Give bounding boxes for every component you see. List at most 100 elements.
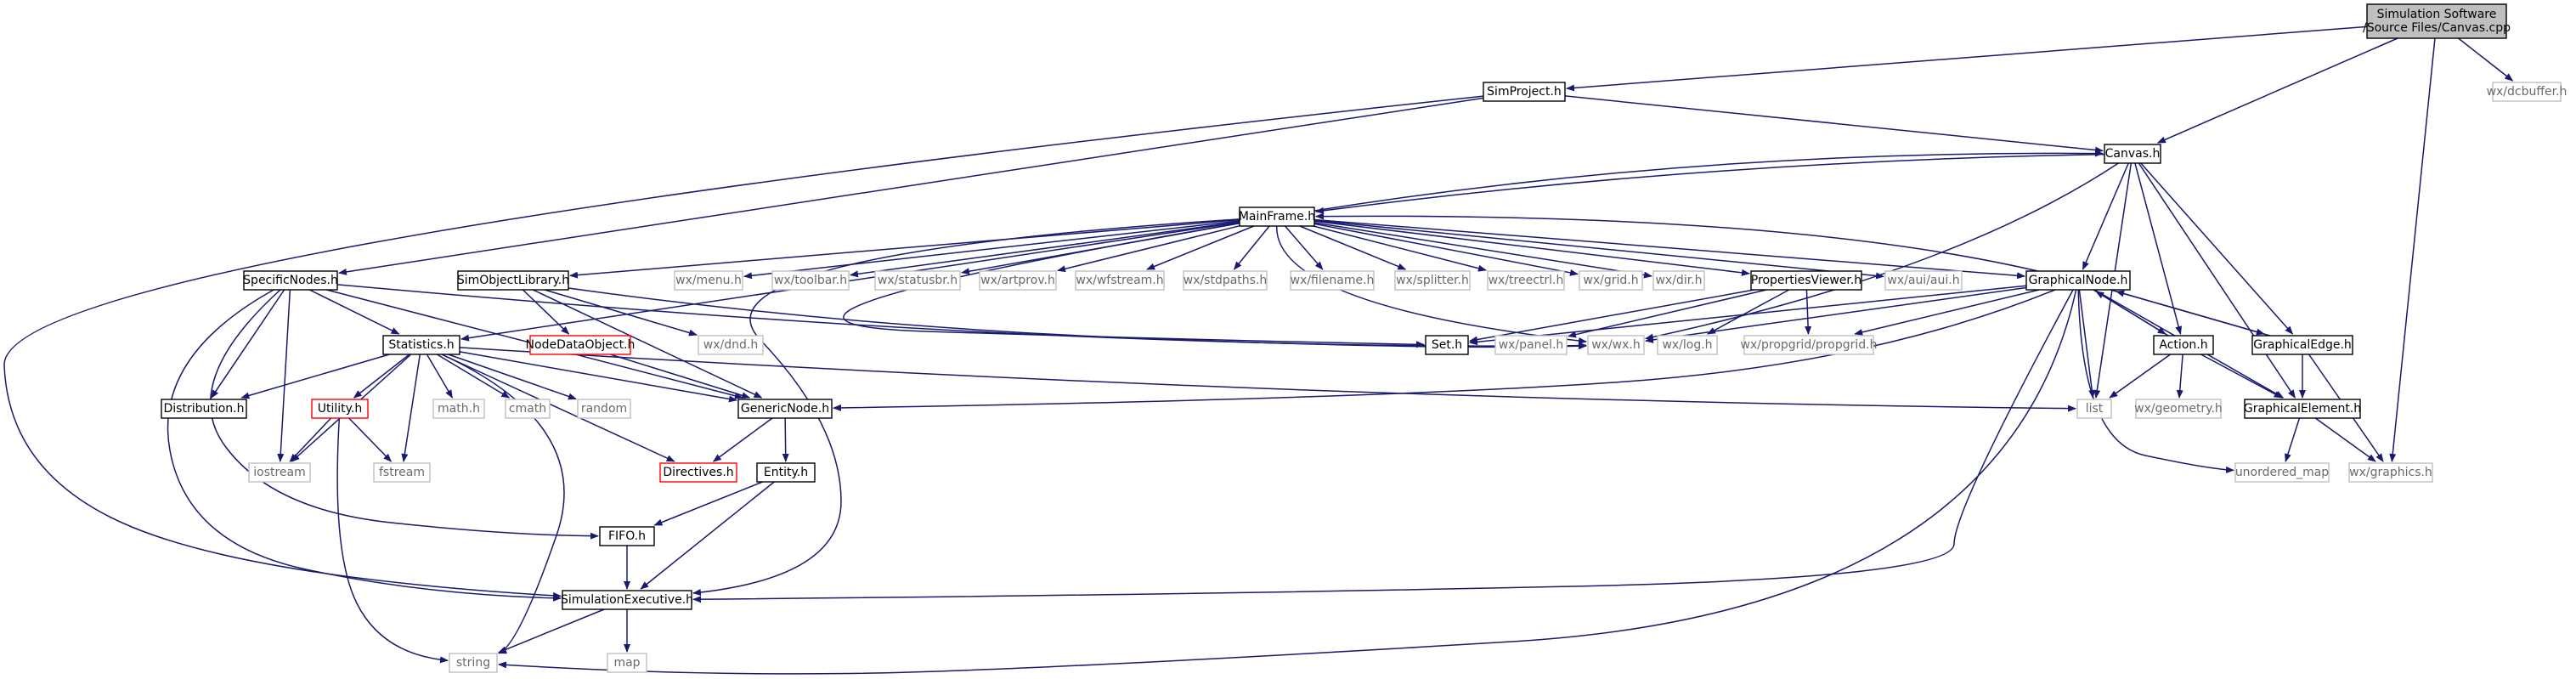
node-label-set-h: Set.h [1432, 338, 1462, 352]
edge-mainframe-h-to-wx-menu-h [743, 220, 1240, 280]
node-specificnodes-h[interactable]: SpecificNodes.h [243, 270, 338, 291]
node-genericnode-h[interactable]: GenericNode.h [737, 399, 833, 419]
node-wx-grid-h: wx/grid.h [1579, 270, 1643, 291]
node-wx-artprov-h: wx/artprov.h [979, 270, 1057, 291]
node-nodedataobject-h[interactable]: NodeDataObject.h [526, 335, 636, 355]
node-label-specificnodes-h: SpecificNodes.h [243, 274, 338, 287]
edge-simobjectlibrary-h-to-genericnode-h [532, 289, 763, 399]
edge-mainframe-h-to-simobjectlibrary-h [569, 218, 1240, 279]
edge-graphicalnode-h-to-wx-wx-h [1645, 286, 2027, 343]
node-string: string [449, 653, 498, 673]
node-graphicaledge-h[interactable]: GraphicalEdge.h [2251, 335, 2353, 355]
edge-mainframe-h-to-wx-wfstream-h [1146, 225, 1255, 270]
edge-canvas-h-to-action-h [2134, 162, 2183, 335]
node-fifo-h[interactable]: FIFO.h [599, 526, 655, 546]
node-canvas-h[interactable]: Canvas.h [2104, 144, 2161, 164]
edge-specificnodes-h-to-wx-wx-h [336, 284, 1587, 349]
node-wx-wx-h: wx/wx.h [1587, 335, 1645, 355]
edge-canvas-h-to-graphicaledge-h [2140, 162, 2294, 335]
node-box-random [577, 399, 631, 419]
node-entity-h[interactable]: Entity.h [756, 462, 816, 483]
node-box-simproject-h [1483, 82, 1566, 102]
edge-genericnode-h-to-entity-h [782, 417, 789, 462]
node-label-graphicalnode-h: GraphicalNode.h [2029, 274, 2128, 287]
node-wx-dcbuffer-h: wx/dcbuffer.h [2487, 82, 2567, 102]
edge-propertiesviewer-h-to-set-h [1469, 289, 1754, 343]
node-canvas-cpp[interactable]: Simulation Software/Source Files/Canvas.… [2363, 3, 2511, 39]
node-statistics-h[interactable]: Statistics.h [382, 335, 460, 355]
node-wx-graphics-h: wx/graphics.h [2348, 462, 2433, 483]
node-wx-menu-h: wx/menu.h [674, 270, 743, 291]
edge-layer [3, 25, 2514, 675]
node-box-simobjectlibrary-h [457, 270, 569, 291]
node-box-entity-h [756, 462, 816, 483]
node-box-genericnode-h [737, 399, 833, 419]
node-mainframe-h[interactable]: MainFrame.h [1239, 207, 1315, 227]
node-box-wx-statusbr-h [874, 270, 961, 291]
node-box-set-h [1425, 335, 1469, 355]
edge-graphicalelement-h-to-unordered-map [2285, 417, 2301, 462]
node-label-wx-log-h: wx/log.h [1662, 338, 1712, 352]
edge-canvas-cpp-to-wx-dcbuffer-h [2458, 37, 2514, 82]
node-distribution-h[interactable]: Distribution.h [161, 399, 247, 419]
node-wx-wfstream-h: wx/wfstream.h [1075, 270, 1165, 291]
node-propertiesviewer-h[interactable]: PropertiesViewer.h [1750, 270, 1862, 291]
node-simobjectlibrary-h[interactable]: SimObjectLibrary.h [457, 270, 569, 291]
edge-propertiesviewer-h-to-wx-propgrid-h [1805, 289, 1812, 335]
node-simulationexecutive-h[interactable]: SimulationExecutive.h [561, 590, 693, 610]
node-label-wx-grid-h: wx/grid.h [1583, 274, 1638, 287]
node-box-wx-log-h [1657, 335, 1718, 355]
node-label-wx-dir-h: wx/dir.h [1655, 274, 1702, 287]
edge-graphicalnode-h-to-simulationexecutive-h [692, 289, 2074, 603]
node-box-wx-dir-h [1652, 270, 1705, 291]
node-label-wx-geometry-h: wx/geometry.h [2134, 402, 2223, 416]
edge-mainframe-h-to-wx-splitter-h [1299, 225, 1407, 270]
edge-simobjectlibrary-h-to-wx-dnd-h [544, 289, 698, 337]
node-box-nodedataobject-h [529, 335, 631, 355]
node-wx-treectrl-h: wx/treectrl.h [1487, 270, 1565, 291]
node-box-wx-grid-h [1579, 270, 1643, 291]
node-box-distribution-h [161, 399, 247, 419]
node-wx-dnd-h: wx/dnd.h [698, 335, 764, 355]
node-box-specificnodes-h [243, 270, 338, 291]
node-label-propertiesviewer-h: PropertiesViewer.h [1751, 274, 1861, 287]
node-box-canvas-h [2104, 144, 2161, 164]
node-graphicalelement-h[interactable]: GraphicalElement.h [2244, 399, 2361, 419]
node-wx-propgrid-h: wx/propgrid/propgrid.h [1741, 335, 1877, 355]
node-box-statistics-h [382, 335, 460, 355]
node-label-unordered-map: unordered_map [2235, 466, 2329, 479]
node-action-h[interactable]: Action.h [2153, 335, 2214, 355]
edge-statistics-h-to-utility-h [353, 354, 410, 399]
edge-mainframe-h-to-canvas-h [1313, 150, 2104, 212]
node-label-wx-aui-aui-h: wx/aui/aui.h [1887, 274, 1959, 287]
node-label-canvas-cpp-line-1: /Source Files/Canvas.cpp [2363, 21, 2511, 35]
node-box-string [449, 653, 498, 673]
node-directives-h[interactable]: Directives.h [659, 462, 737, 483]
node-label-map: map [613, 656, 640, 670]
node-box-wx-toolbar-h [771, 270, 850, 291]
node-label-wx-artprov-h: wx/artprov.h [980, 274, 1055, 287]
node-wx-dir-h: wx/dir.h [1652, 270, 1705, 291]
node-set-h[interactable]: Set.h [1425, 335, 1469, 355]
edge-genericnode-h-to-directives-h [712, 417, 773, 462]
node-box-wx-filename-h [1290, 270, 1375, 291]
edge-entity-h-to-simulationexecutive-h [640, 481, 775, 590]
node-box-propertiesviewer-h [1750, 270, 1862, 291]
edge-mainframe-h-to-wx-wx-h [1275, 225, 1587, 344]
edge-utility-h-to-string [336, 417, 449, 664]
edge-canvas-cpp-to-canvas-h [2156, 37, 2398, 144]
edge-action-h-to-wx-geometry-h [2176, 354, 2183, 399]
node-label-math-h: math.h [438, 402, 480, 416]
node-simproject-h[interactable]: SimProject.h [1483, 82, 1566, 102]
edge-mainframe-h-to-wx-artprov-h [1057, 225, 1240, 273]
edge-specificnodes-h-to-fifo-h [209, 289, 599, 540]
node-graphicalnode-h[interactable]: GraphicalNode.h [2025, 270, 2131, 291]
edge-mainframe-h-to-wx-treectrl-h [1313, 225, 1487, 272]
node-box-canvas-cpp [2366, 3, 2507, 39]
node-utility-h[interactable]: Utility.h [311, 399, 369, 419]
node-wx-splitter-h: wx/splitter.h [1394, 270, 1471, 291]
node-label-wx-graphics-h: wx/graphics.h [2349, 466, 2432, 479]
edge-statistics-h-to-distribution-h [240, 354, 390, 399]
node-box-wx-splitter-h [1394, 270, 1471, 291]
node-wx-toolbar-h: wx/toolbar.h [771, 270, 850, 291]
